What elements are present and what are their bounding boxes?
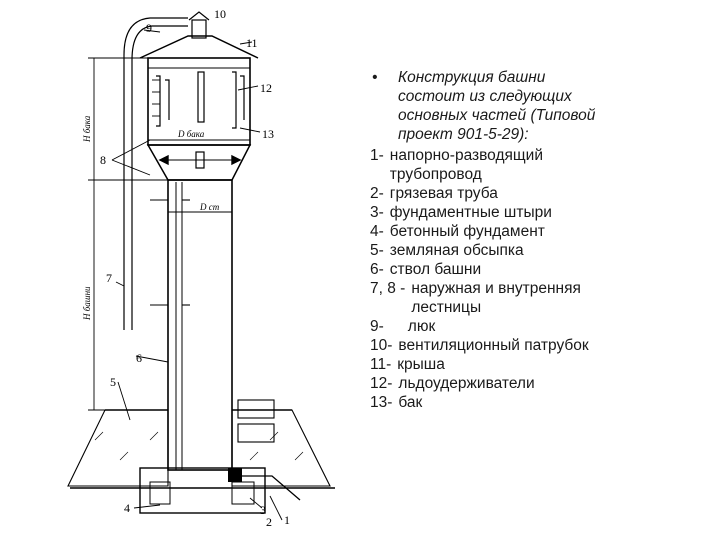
dim-tank-diameter: D бака: [177, 129, 205, 139]
callout-3: 3: [260, 503, 266, 517]
legend-item-9: 9- люк: [370, 318, 436, 335]
parts-legend: • Конструкция башни состоит из следующих…: [370, 68, 710, 412]
roof: [139, 35, 259, 59]
leader-lines: [111, 29, 283, 521]
legend-item-5: 5- земляная обсыпка: [370, 242, 524, 259]
legend-item-13: 13- бак: [370, 394, 423, 411]
legend-item-3: 3- фундаментные штыри: [370, 204, 552, 221]
callout-8: 8: [100, 153, 106, 167]
outer-ladder: [123, 17, 188, 330]
vent-pipe: [191, 19, 207, 39]
concrete-foundation: [139, 467, 266, 514]
callout-2: 2: [266, 515, 272, 529]
callout-1: 1: [284, 513, 290, 527]
dimension-lines: [88, 57, 250, 411]
tower-shaft: [167, 179, 233, 471]
water-tower-drawing: 10 9 11 12 13 8 7 6 5 4 3 2 1 H бака H б…: [67, 7, 335, 529]
dim-tower-height: H башни: [82, 286, 92, 321]
callout-13: 13: [262, 127, 274, 141]
dim-shaft-diameter: D ст: [199, 202, 220, 212]
callout-5: 5: [110, 375, 116, 389]
ice-retainers: [156, 71, 245, 129]
legend-item-11: 11- крыша: [370, 356, 445, 373]
callout-9: 9: [146, 21, 152, 35]
earth-embankment: [67, 409, 169, 487]
callout-6: 6: [136, 351, 142, 365]
legend-item-10: 10- вентиляционный патрубок: [370, 337, 589, 354]
legend-heading: • Конструкция башни состоит из следующих…: [372, 69, 596, 143]
callout-10: 10: [214, 7, 226, 21]
callout-12: 12: [260, 81, 272, 95]
callout-4: 4: [124, 501, 130, 515]
dim-tank-height: H бака: [82, 115, 92, 143]
bullet-icon: •: [372, 69, 378, 86]
earth-embankment-right: [231, 409, 331, 487]
callout-11: 11: [246, 36, 258, 50]
callout-7: 7: [106, 271, 112, 285]
inner-ladder: [150, 199, 190, 306]
legend-item-12: 12- льдоудерживатели: [370, 375, 535, 392]
supply-pipe: [232, 475, 301, 501]
legend-item-2: 2- грязевая труба: [370, 185, 498, 202]
legend-item-4: 4- бетонный фундамент: [370, 223, 545, 240]
tank: [147, 57, 251, 146]
legend-item-6: 6- ствол башни: [370, 261, 482, 278]
